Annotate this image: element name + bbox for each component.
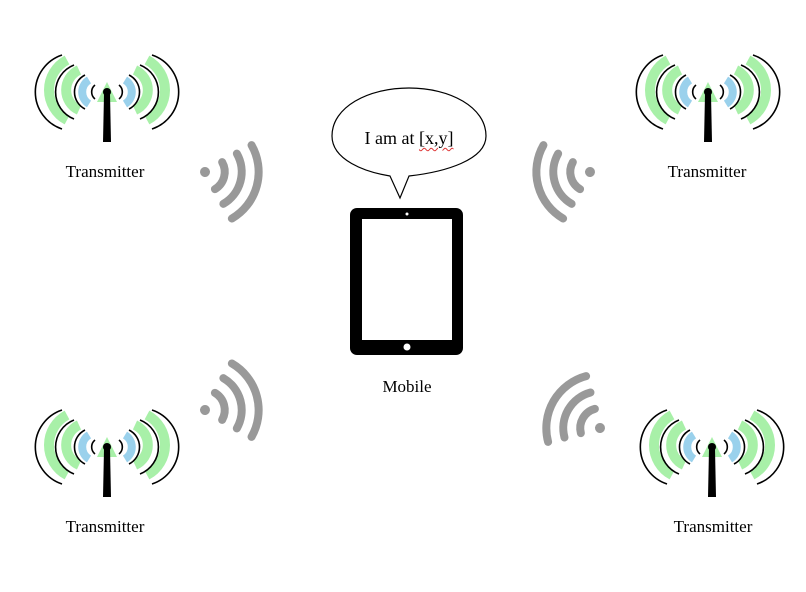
speech-bubble-text: I am at [x,y]: [332, 128, 486, 149]
transmitter-top-right-icon: [636, 55, 779, 142]
signal-bottom-left-icon: [190, 359, 266, 448]
bubble-prefix: I am at: [364, 128, 419, 148]
signal-bottom-right-icon: [535, 368, 624, 463]
transmitter-top-left-label: Transmitter: [65, 162, 145, 181]
transmitter-top-left-icon: [35, 55, 178, 142]
transmitter-top-right-label: Transmitter: [667, 162, 747, 181]
transmitter-bottom-right-icon: [640, 410, 783, 497]
tablet-icon: [350, 208, 463, 355]
bubble-coords: [x,y]: [418, 128, 454, 148]
transmitter-bottom-left-label: Transmitter: [65, 517, 145, 536]
signal-top-left-icon: [190, 134, 266, 223]
transmitter-bottom-left-icon: [35, 410, 178, 497]
mobile-label: Mobile: [382, 377, 432, 396]
signal-top-right-icon: [528, 134, 604, 223]
transmitter-bottom-right-label: Transmitter: [673, 517, 753, 536]
speech-bubble: [331, 87, 487, 200]
